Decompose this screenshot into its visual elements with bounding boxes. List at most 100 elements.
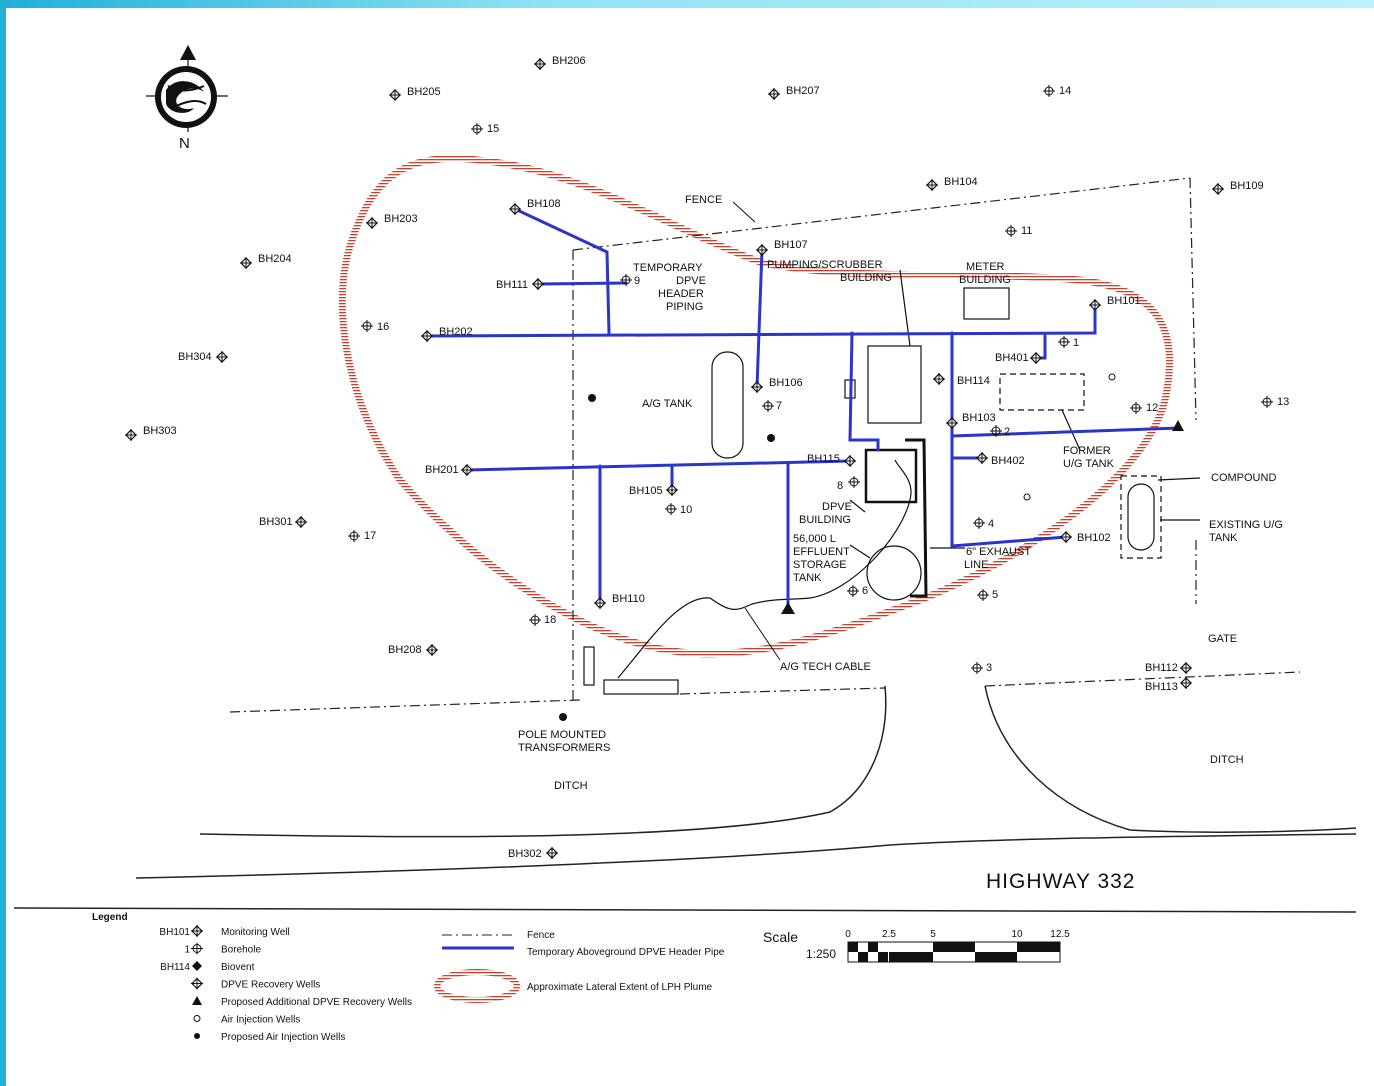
well-label: BH113 (1145, 681, 1178, 693)
transformers-label-1: POLE MOUNTED (518, 729, 606, 741)
legend-item-label: Borehole (221, 945, 261, 956)
scale-ratio: 1:250 (806, 947, 836, 961)
well-bh204: BH204 (240, 253, 292, 269)
well-label: BH304 (178, 351, 212, 363)
air-injection-well-icon (1023, 493, 1031, 501)
well-label: BH104 (944, 176, 978, 188)
legend-pipe-label: Temporary Aboveground DPVE Header Pipe (527, 947, 725, 958)
monitoring-well-icon (216, 351, 228, 363)
legend-item: Air Injection Wells (193, 1015, 300, 1026)
proposed-well-symbols (559, 373, 1184, 721)
monitoring-well-icon (1060, 531, 1072, 543)
dpve-building-label-2: BUILDING (799, 514, 851, 526)
well-w10: 10 (665, 503, 692, 516)
scale-title: Scale (763, 929, 798, 945)
well-label: BH301 (259, 516, 293, 528)
legend-item-label: Proposed Air Injection Wells (221, 1032, 345, 1043)
scale-tick-label: 0 (845, 929, 851, 940)
well-w9: 9 (620, 274, 640, 287)
well-bh104: BH104 (926, 176, 978, 191)
borehole-icon (977, 589, 989, 601)
monitoring-well-icon (509, 203, 521, 215)
legend-item-label: DPVE Recovery Wells (221, 980, 320, 991)
storage-tank-label-4: TANK (793, 572, 822, 584)
well-bh302: BH302 (508, 847, 558, 860)
monitoring-well-icon (666, 484, 678, 496)
north-arrow-icon: N (146, 45, 228, 152)
well-bh107: BH107 (756, 239, 808, 256)
well-label: BH202 (439, 326, 473, 338)
dpve-building (864, 448, 918, 504)
monitoring-well-icon (768, 88, 780, 100)
well-label: BH402 (991, 455, 1025, 467)
equipment-pad (603, 679, 679, 695)
well-label: 10 (680, 504, 692, 516)
monitoring-well-icon (389, 89, 401, 101)
well-label: 11 (1021, 225, 1032, 237)
legend-item: DPVE Recovery Wells (191, 977, 320, 991)
proposed-dpve-well-icon (781, 602, 795, 614)
borehole-icon (1130, 402, 1142, 414)
well-label: 6 (862, 585, 868, 597)
gate-label: GATE (1208, 633, 1237, 645)
well-bh401: BH401 (995, 352, 1042, 364)
legend-item: 1 Borehole (184, 942, 261, 956)
proposed-air-injection-well-icon (767, 434, 775, 442)
borehole-icon (848, 476, 860, 488)
existing-ug-tank (1127, 483, 1155, 551)
borehole-icon (620, 274, 632, 286)
well-bh208: BH208 (388, 644, 438, 656)
legend-item-label: Proposed Additional DPVE Recovery Wells (221, 997, 412, 1008)
legend-fence-label: Fence (527, 930, 555, 941)
highway-label: HIGHWAY 332 (986, 870, 1136, 893)
well-w13: 13 (1261, 396, 1289, 408)
well-bh112: BH112 (1145, 662, 1192, 674)
borehole-icon (971, 662, 983, 674)
monitoring-well-icon (366, 217, 378, 229)
well-label: 8 (837, 480, 843, 492)
legend-item-prefix: BH114 (160, 962, 190, 973)
well-bh205: BH205 (389, 86, 441, 101)
well-label: 15 (487, 123, 499, 135)
well-label: BH103 (962, 412, 996, 424)
compound-outline (1120, 475, 1162, 559)
borehole-icon (529, 614, 541, 626)
legend-diamond-cross-icon (191, 925, 203, 937)
well-bh304: BH304 (178, 351, 228, 363)
borehole-icon (762, 400, 774, 412)
existing-tank-label-1: EXISTING U/G (1209, 519, 1283, 531)
monitoring-well-icon (125, 429, 137, 441)
proposed-dpve-well-icon (1172, 420, 1184, 431)
well-bh206: BH206 (534, 55, 586, 70)
fence-lines (229, 177, 1301, 713)
fence-label: FENCE (685, 194, 722, 206)
well-bh109: BH109 (1212, 180, 1264, 195)
pole-icon (559, 713, 567, 721)
legend-item-prefix: BH101 (159, 927, 190, 938)
transformer-pad (583, 646, 595, 686)
well-label: BH106 (769, 377, 803, 389)
well-w1: 1 (1058, 336, 1079, 349)
monitoring-well-icon (546, 847, 558, 859)
well-bh110: BH110 (594, 593, 645, 609)
well-label: 13 (1277, 396, 1289, 408)
well-w12: 12 (1130, 402, 1158, 414)
scale-tick-label: 10 (1011, 929, 1023, 940)
well-bh113: BH113 (1145, 677, 1192, 693)
well-w8: 8 (837, 476, 860, 492)
monitoring-well-icon (295, 516, 307, 528)
monitoring-well-icon (1180, 677, 1192, 689)
borehole-icon (348, 530, 360, 542)
former-ug-tank (999, 373, 1085, 411)
well-w7: 7 (762, 400, 782, 412)
tech-cable (617, 459, 912, 679)
ag-tank-label: A/G TANK (642, 398, 693, 410)
legend-item-prefix: 1 (184, 945, 190, 956)
legend-dot-icon (194, 1033, 200, 1039)
well-bh108: BH108 (509, 198, 561, 215)
pumping-building-label-2: BUILDING (840, 272, 892, 284)
temp-piping-label-1: TEMPORARY (633, 262, 703, 274)
well-label: BH114 (957, 375, 990, 387)
